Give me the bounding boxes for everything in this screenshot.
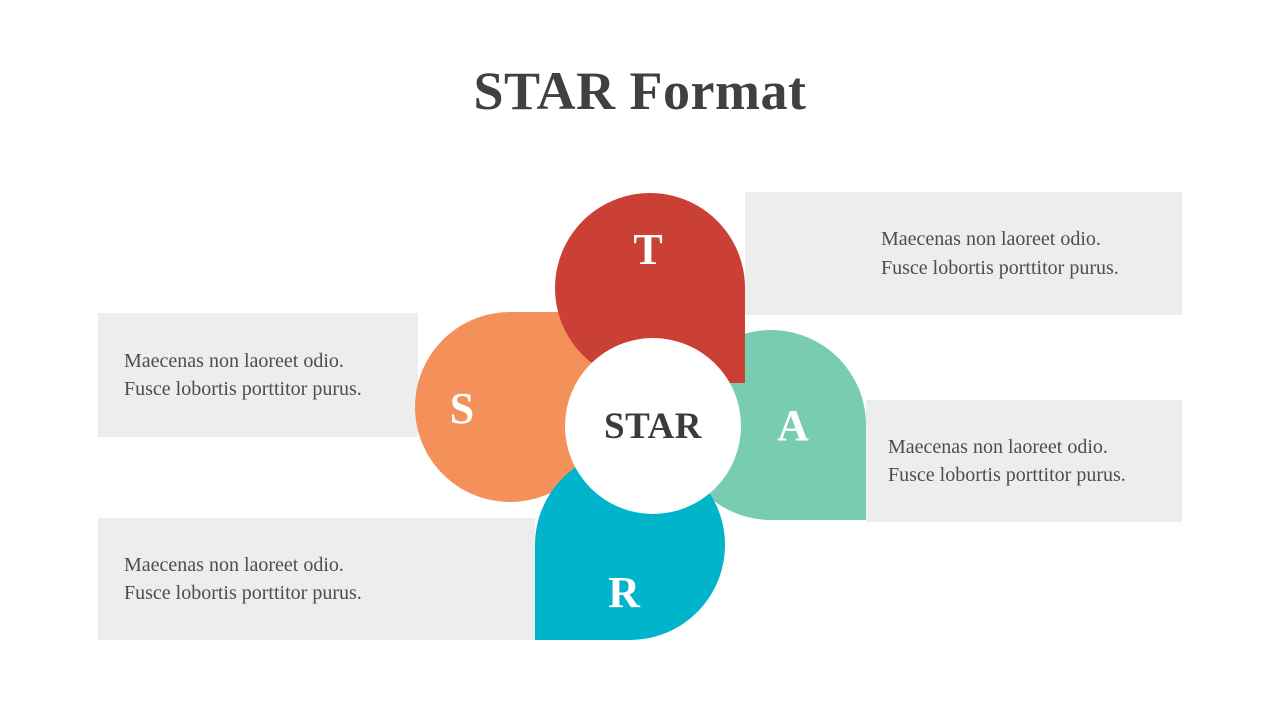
- caption-band-r: Maecenas non laoreet odio. Fusce loborti…: [98, 518, 535, 640]
- caption-band-t: Maecenas non laoreet odio. Fusce loborti…: [745, 192, 1182, 315]
- caption-text-a: Maecenas non laoreet odio. Fusce loborti…: [888, 435, 1126, 486]
- caption-band-a: Maecenas non laoreet odio. Fusce loborti…: [866, 400, 1182, 522]
- caption-band-s: Maecenas non laoreet odio. Fusce loborti…: [98, 313, 418, 437]
- petal-letter-t: T: [633, 225, 663, 274]
- petal-letter-s: S: [449, 384, 475, 433]
- page-title: STAR Format: [473, 61, 807, 121]
- caption-text-s: Maecenas non laoreet odio. Fusce loborti…: [124, 349, 362, 400]
- petal-letter-r: R: [608, 568, 640, 617]
- caption-text-t: Maecenas non laoreet odio. Fusce loborti…: [881, 228, 1119, 279]
- center-hub[interactable]: STAR: [565, 338, 741, 514]
- caption-text-r: Maecenas non laoreet odio. Fusce loborti…: [124, 553, 362, 604]
- petal-letter-a: A: [777, 401, 809, 450]
- center-hub-label: STAR: [604, 405, 702, 447]
